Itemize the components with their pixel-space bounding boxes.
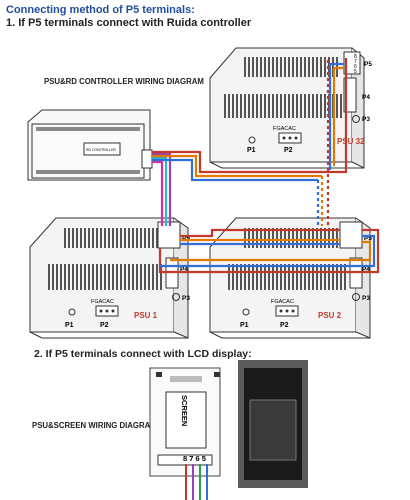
- psu1-p4-label: P4: [180, 266, 188, 273]
- psu2-p2-label: P2: [280, 322, 289, 329]
- psu1-p5-label: P5: [182, 235, 190, 242]
- psu2-p4-label: P4: [362, 266, 370, 273]
- psu2-p5-label: P5: [364, 235, 372, 242]
- section-1-title: 1. If P5 terminals connect with Ruida co…: [6, 17, 252, 29]
- screen-label: SCREEN: [180, 395, 189, 426]
- psu2-unit: [209, 217, 371, 339]
- psu1-p2-label: P2: [100, 322, 109, 329]
- psu1-p1-label: P1: [65, 322, 74, 329]
- psu32-p5-pin-8: 8: [354, 54, 357, 60]
- psu32-p5-label: P5: [364, 61, 372, 68]
- diagram-1-caption: PSU&RD CONTROLLER WIRING DIAGRAM: [44, 77, 204, 86]
- psu32-p5-pin-7: 7: [354, 59, 357, 65]
- psu32-name: PSU 32: [337, 137, 365, 146]
- diagram-2-caption: PSU&SCREEN WIRING DIAGRAM: [32, 421, 157, 430]
- screen-pins-label: 8 7 6 5: [183, 454, 206, 463]
- wiring-lines: [152, 58, 380, 274]
- psu32-p3-label: P3: [362, 116, 370, 123]
- section-2-title: 2. If P5 terminals connect with LCD disp…: [34, 348, 252, 360]
- psu2-p3-label: P3: [362, 295, 370, 302]
- psu1-name: PSU 1: [134, 311, 158, 320]
- rd-controller: [27, 109, 153, 181]
- psu2-p2-pins-label: FGACAC: [271, 299, 294, 305]
- psu1-p3-label: P3: [182, 295, 190, 302]
- psu32-unit: [209, 47, 365, 169]
- psu32-p5-pin-6: 6: [354, 64, 357, 70]
- psu1-p2-pins-label: FGACAC: [91, 299, 114, 305]
- psu32-p1-label: P1: [247, 147, 256, 154]
- screen-wires: [185, 464, 208, 500]
- lcd-display-image: [238, 360, 308, 488]
- controller-label: RD CONTROLLER: [86, 148, 116, 152]
- screen-psu-unit: [149, 367, 221, 477]
- psu2-p1-label: P1: [240, 322, 249, 329]
- psu32-p5-pin-5: 5: [354, 69, 357, 75]
- heading: Connecting method of P5 terminals:: [6, 4, 195, 16]
- psu1-unit: [29, 217, 189, 339]
- psu32-p2-label: P2: [284, 147, 293, 154]
- psu32-p4-label: P4: [362, 94, 370, 101]
- psu2-name: PSU 2: [318, 311, 342, 320]
- psu32-p2-pins-label: FGACAC: [273, 126, 296, 132]
